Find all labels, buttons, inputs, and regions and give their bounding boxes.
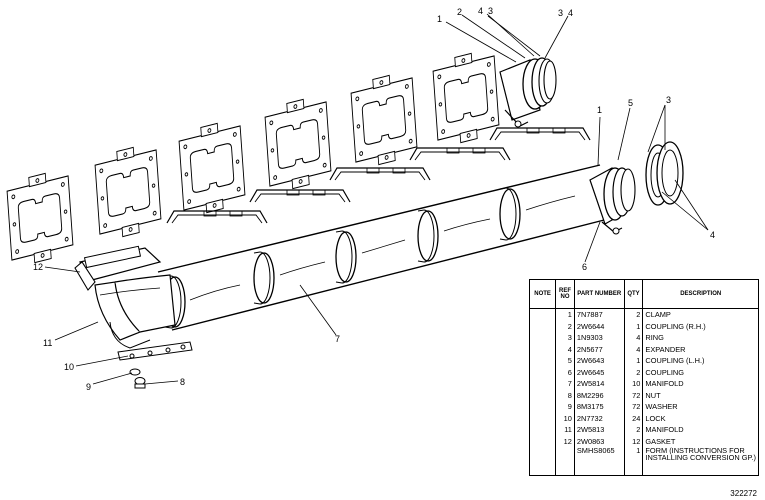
table-row-form: SMHS8065 1 FORM (INSTRUCTIONS FOR INSTAL…	[528, 446, 759, 476]
qty: 72	[623, 401, 644, 413]
ref-no: 5	[555, 355, 575, 367]
end-manifold-elbow	[74, 245, 193, 389]
description: RING	[642, 332, 759, 344]
ref-no: 10	[555, 412, 575, 424]
qty: 2	[623, 424, 644, 436]
description: LOCK	[642, 412, 759, 424]
description: WASHER	[642, 401, 759, 413]
parts-list-table: NOTE REF NO PART NUMBER QTY DESCRIPTION …	[528, 279, 759, 476]
ref-no: 8	[555, 389, 575, 401]
part-number: 2N5677	[573, 343, 625, 355]
coupling-rh	[499, 57, 557, 128]
callout-3: 3	[666, 95, 671, 105]
description: CLAMP	[642, 308, 759, 321]
part-number: 2W5813	[573, 424, 625, 436]
callout-4: 4	[568, 8, 573, 18]
callout-1: 1	[437, 14, 442, 24]
rings-and-expanders	[645, 141, 684, 206]
callout-12: 12	[33, 262, 43, 272]
callout-1: 1	[597, 105, 602, 115]
part-number: 2W6645	[573, 366, 625, 378]
part-number: 8M2296	[573, 389, 625, 401]
description: COUPLING (R.H.)	[642, 320, 759, 332]
qty: 2	[623, 366, 644, 378]
callout-7: 7	[335, 334, 340, 344]
callout-4: 4	[710, 230, 715, 240]
callout-11: 11	[43, 338, 52, 348]
callout-3: 3	[488, 6, 493, 16]
form-description-line-2: INSTALLING CONVERSION GP.)	[645, 453, 756, 463]
description: EXPANDER	[642, 343, 759, 355]
callout-2: 2	[457, 7, 462, 17]
leader-lines	[44, 13, 709, 385]
qty: 4	[623, 343, 644, 355]
description: MANIFOLD	[642, 424, 759, 436]
form-part-number: SMHS8065	[573, 447, 625, 476]
part-number: 2W0863	[573, 435, 625, 447]
ref-no: 4	[555, 343, 575, 355]
drawing-number: 322272	[730, 489, 757, 498]
part-number: 2N7732	[573, 412, 625, 424]
callout-6: 6	[582, 262, 587, 272]
header-note: NOTE	[528, 279, 557, 309]
ref-no: 3	[555, 332, 575, 344]
qty: 4	[623, 332, 644, 344]
header-ref-no: REF NO	[555, 279, 575, 309]
callout-8: 8	[180, 377, 185, 387]
qty: 24	[623, 412, 644, 424]
callout-5: 5	[628, 98, 633, 108]
header-description: DESCRIPTION	[642, 279, 759, 309]
ref-no: 11	[555, 424, 575, 436]
part-number: 7N7887	[573, 308, 625, 321]
description: COUPLING (L.H.)	[642, 355, 759, 367]
callout-9: 9	[86, 382, 91, 392]
qty: 1	[623, 320, 644, 332]
header-qty: QTY	[623, 279, 644, 309]
part-number: 2W6643	[573, 355, 625, 367]
ref-no: 2	[555, 320, 575, 332]
form-description-line-1: FORM (INSTRUCTIONS FOR	[645, 446, 745, 455]
callout-labels: 1 2 4 3 3 4 1 5 3 4 6 7 12 11 10 9 8	[33, 6, 715, 392]
part-number: 1N9303	[573, 332, 625, 344]
ref-no: 12	[555, 435, 575, 447]
qty: 2	[623, 308, 644, 321]
ref-no: 7	[555, 378, 575, 390]
form-description: FORM (INSTRUCTIONS FOR INSTALLING CONVER…	[642, 446, 759, 476]
qty: 10	[623, 378, 644, 390]
part-number: 8M3175	[573, 401, 625, 413]
qty: 72	[623, 389, 644, 401]
description: COUPLING	[642, 366, 759, 378]
callout-10: 10	[64, 362, 74, 372]
form-qty: 1	[623, 447, 644, 476]
part-number: 2W6644	[573, 320, 625, 332]
qty: 12	[623, 435, 644, 447]
description: NUT	[642, 389, 759, 401]
qty: 1	[623, 355, 644, 367]
description: MANIFOLD	[642, 378, 759, 390]
manifold-assembly	[155, 127, 636, 331]
callout-3: 3	[558, 8, 563, 18]
ref-no: 1	[555, 308, 575, 321]
description: GASKET	[642, 435, 759, 447]
ref-no: 6	[555, 366, 575, 378]
ref-no: 9	[555, 401, 575, 413]
header-part-number: PART NUMBER	[573, 279, 625, 309]
part-number: 2W5814	[573, 378, 625, 390]
callout-4: 4	[478, 6, 483, 16]
